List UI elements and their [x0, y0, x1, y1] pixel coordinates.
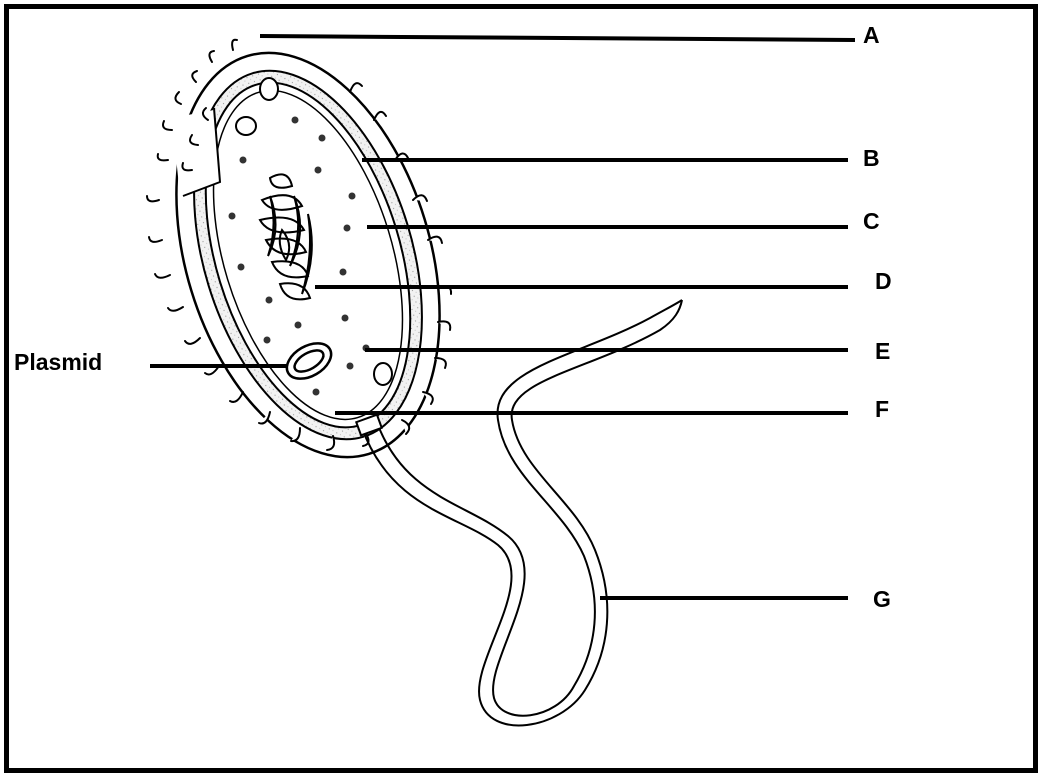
- cutaway-notch: [172, 110, 220, 196]
- label-g: G: [873, 588, 891, 611]
- label-d: D: [875, 270, 892, 293]
- label-c: C: [863, 210, 880, 233]
- label-e: E: [875, 340, 890, 363]
- label-f: F: [875, 398, 889, 421]
- label-a: A: [863, 24, 880, 47]
- label-plasmid: Plasmid: [14, 351, 102, 374]
- label-b: B: [863, 147, 880, 170]
